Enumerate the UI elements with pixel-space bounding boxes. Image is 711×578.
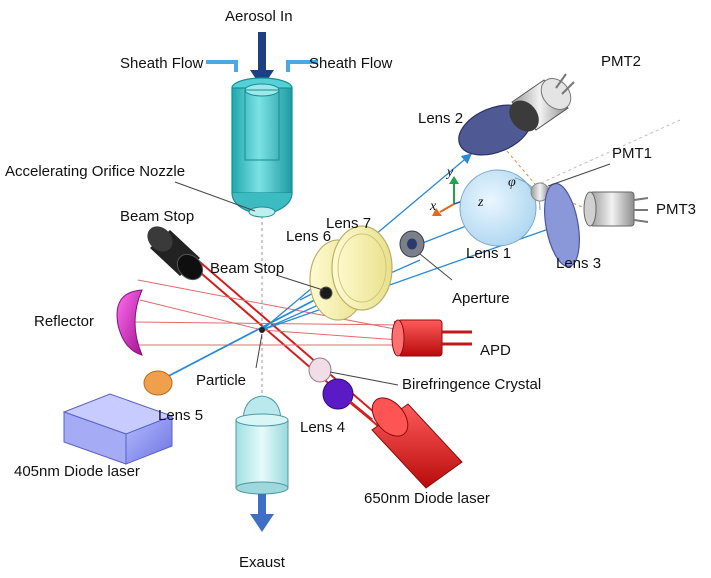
leader-pmt1: [547, 163, 611, 187]
lens-4: [322, 378, 354, 410]
label-laser-650: 650nm Diode laser: [364, 490, 490, 507]
label-pmt-1: PMT1: [612, 145, 652, 162]
apd-detector: [391, 319, 472, 357]
label-lens-6: Lens 6: [286, 228, 331, 245]
label-lens-4: Lens 4: [300, 419, 345, 436]
label-beam-stop-top: Beam Stop: [120, 208, 194, 225]
red-beam-input: [349, 400, 373, 422]
leader-particle: [255, 333, 263, 369]
label-lens-2: Lens 2: [418, 110, 463, 127]
label-reflector: Reflector: [34, 313, 94, 330]
exhaust-arrow: [250, 494, 274, 532]
red-ray-4: [139, 299, 263, 331]
label-aperture: Aperture: [452, 290, 510, 307]
sheath-flow-pipe-right: [286, 60, 318, 72]
label-lens-3: Lens 3: [556, 255, 601, 272]
label-apd: APD: [480, 342, 511, 359]
label-birefringence: Birefringence Crystal: [402, 376, 541, 393]
label-lens-5: Lens 5: [158, 407, 203, 424]
pmt-3: [583, 191, 649, 227]
label-nozzle: Accelerating Orifice Nozzle: [5, 163, 185, 180]
label-axis-y: y: [445, 165, 454, 180]
label-pmt-2: PMT2: [601, 53, 641, 70]
laser-650nm: [371, 397, 463, 489]
birefringence-crystal: [308, 357, 332, 383]
axis-pmt1-line: [529, 119, 681, 189]
pmt-2: [509, 73, 575, 132]
beam-stop-center: [319, 286, 333, 300]
label-aerosol-in: Aerosol In: [225, 8, 293, 25]
label-lens-1: Lens 1: [466, 245, 511, 262]
label-angle-phi: φ: [508, 175, 516, 190]
label-sheath-flow-left: Sheath Flow: [120, 55, 204, 72]
label-lens-7: Lens 7: [326, 215, 371, 232]
particle-point: [259, 327, 265, 333]
leader-beam-stop-center: [275, 274, 324, 291]
label-beam-stop-center: Beam Stop: [210, 260, 284, 277]
label-axis-z: z: [477, 195, 484, 210]
label-sheath-flow-right: Sheath Flow: [309, 55, 393, 72]
lens-5: [143, 370, 173, 396]
red-ray-1: [137, 279, 401, 331]
sheath-flow-pipe-left: [206, 60, 238, 72]
exhaust-tube: [235, 395, 289, 495]
blue-beam-main: [156, 291, 331, 383]
reflector: [116, 289, 143, 356]
laser-405nm: [62, 393, 174, 465]
label-axis-x: x: [429, 199, 437, 214]
label-particle: Particle: [196, 372, 246, 389]
leader-birefringence: [329, 371, 399, 386]
lens-6-7-assembly: [309, 225, 393, 321]
red-ray-5: [261, 329, 401, 341]
label-exhaust: Exaust: [239, 554, 286, 571]
label-pmt-3: PMT3: [656, 201, 696, 218]
label-laser-405: 405nm Diode laser: [14, 463, 140, 480]
accelerating-nozzle: [231, 77, 293, 218]
aperture: [399, 230, 425, 258]
red-beam-main-b: [185, 249, 391, 427]
lens-1: [459, 169, 541, 247]
beam-stop-top: [147, 226, 204, 281]
leader-aperture: [419, 253, 453, 281]
leader-nozzle: [174, 181, 256, 212]
